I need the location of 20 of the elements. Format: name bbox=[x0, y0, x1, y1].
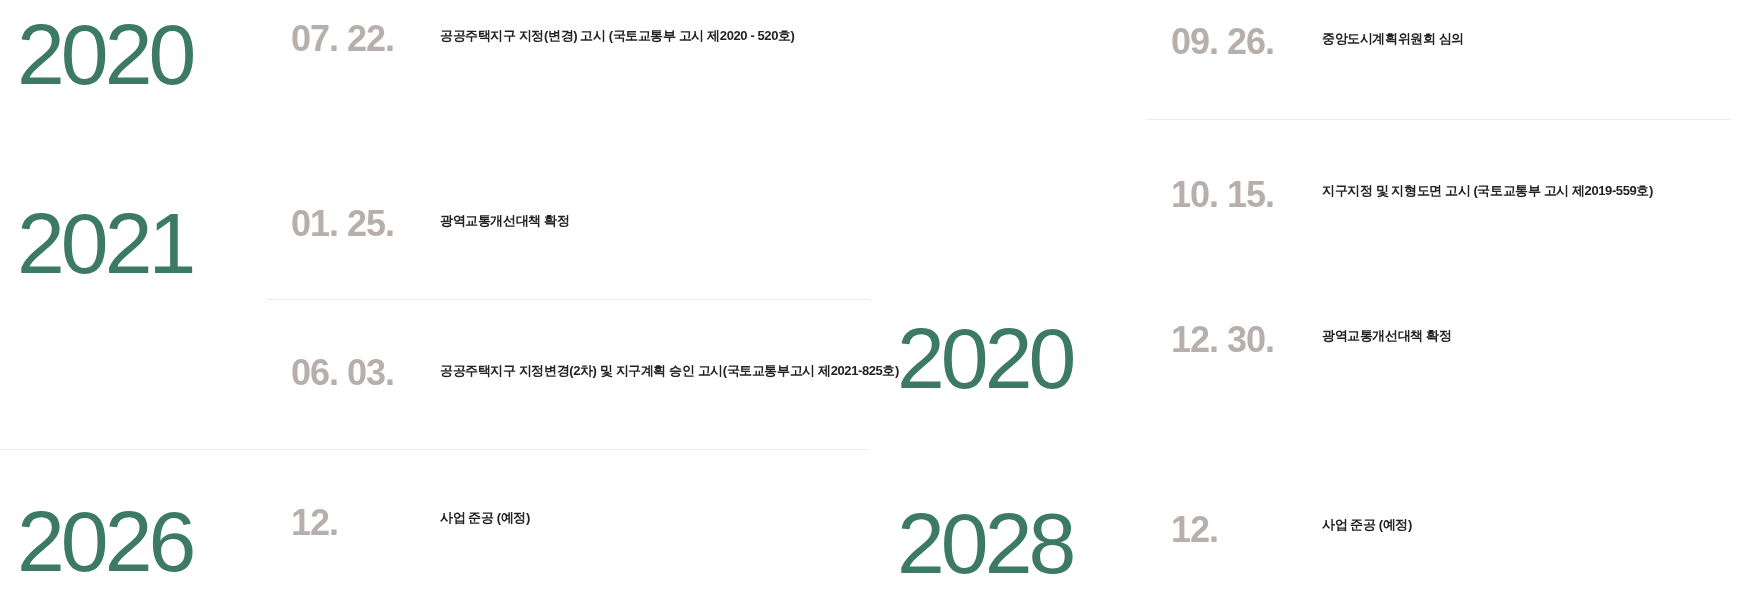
event-text: 공공주택지구 지정변경(2차) 및 지구계획 승인 고시(국토교통부고시 제2021-825호) bbox=[440, 363, 899, 379]
date-label: 01. 25. bbox=[291, 206, 395, 242]
date-label: 12. bbox=[1171, 512, 1219, 548]
year-heading: 2021 bbox=[17, 200, 193, 286]
date-label: 06. 03. bbox=[291, 355, 395, 391]
date-label: 09. 26. bbox=[1171, 24, 1275, 60]
event-text: 공공주택지구 지정(변경) 고시 (국토교통부 고시 제2020 - 520호) bbox=[440, 28, 795, 44]
event-text: 사업 준공 (예정) bbox=[1322, 517, 1412, 533]
event-text: 지구지정 및 지형도면 고시 (국토교통부 고시 제2019-559호) bbox=[1322, 183, 1653, 199]
year-heading: 2020 bbox=[17, 11, 193, 97]
date-label: 12. bbox=[291, 505, 339, 541]
date-label: 10. 15. bbox=[1171, 177, 1275, 213]
year-heading: 2028 bbox=[897, 500, 1073, 586]
event-text: 중앙도시계획위원회 심의 bbox=[1322, 31, 1464, 47]
event-text: 사업 준공 (예정) bbox=[440, 510, 530, 526]
year-heading: 2026 bbox=[17, 498, 193, 584]
event-text: 광역교통개선대책 확정 bbox=[440, 213, 570, 229]
event-text: 광역교통개선대책 확정 bbox=[1322, 328, 1452, 344]
date-label: 07. 22. bbox=[291, 21, 395, 57]
date-label: 12. 30. bbox=[1171, 322, 1275, 358]
